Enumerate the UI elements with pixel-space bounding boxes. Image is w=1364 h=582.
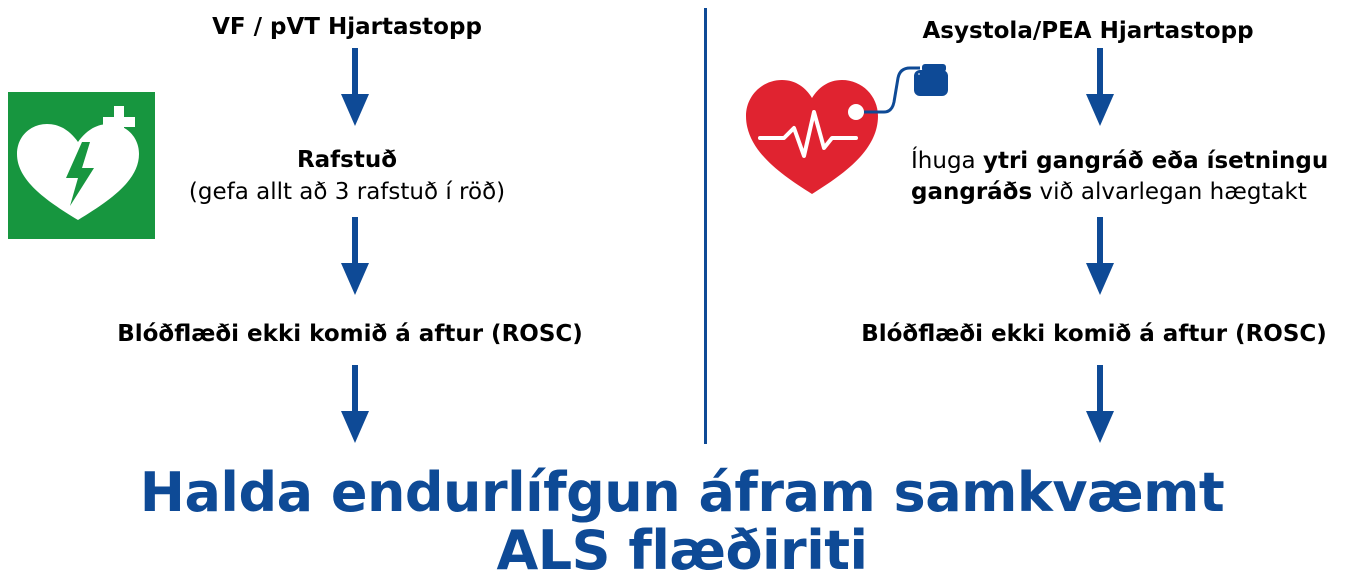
final-line-2: ALS flæðiriti [496,519,868,582]
right-note-line-1: Íhuga ytri gangráð eða ísetningu [911,146,1328,176]
right-arrow-3 [1086,365,1114,443]
right-note-line-1-plain: Íhuga [911,148,983,174]
right-note-line-1-bold: ytri gangráð eða ísetningu [982,148,1329,174]
right-arrow-1 [1086,48,1114,126]
right-note-line-2-bold: gangráðs [911,179,1033,205]
final-line-1: Halda endurlífgun áfram samkvæmt [139,461,1225,524]
aed-heart-icon [8,92,155,239]
column-divider [704,8,707,444]
right-note-line-2-plain: við alvarlegan hægtakt [1032,179,1307,205]
left-arrow-1 [341,48,369,126]
right-arrow-2 [1086,217,1114,295]
left-title: VF / pVT Hjartastopp [212,14,482,40]
left-arrow-3 [341,365,369,443]
right-outcome: Blóðflæði ekki komið á aftur (ROSC) [861,321,1327,347]
left-step-title: Rafstuð [296,147,398,173]
right-title: Asystola/PEA Hjartastopp [922,18,1254,44]
left-arrow-2 [341,217,369,295]
right-note-line-2: gangráðs við alvarlegan hægtakt [911,177,1307,207]
left-outcome: Blóðflæði ekki komið á aftur (ROSC) [117,321,583,347]
left-step-subtitle: (gefa allt að 3 rafstuð í röð) [188,179,506,205]
pacemaker-heart-icon [746,64,948,194]
